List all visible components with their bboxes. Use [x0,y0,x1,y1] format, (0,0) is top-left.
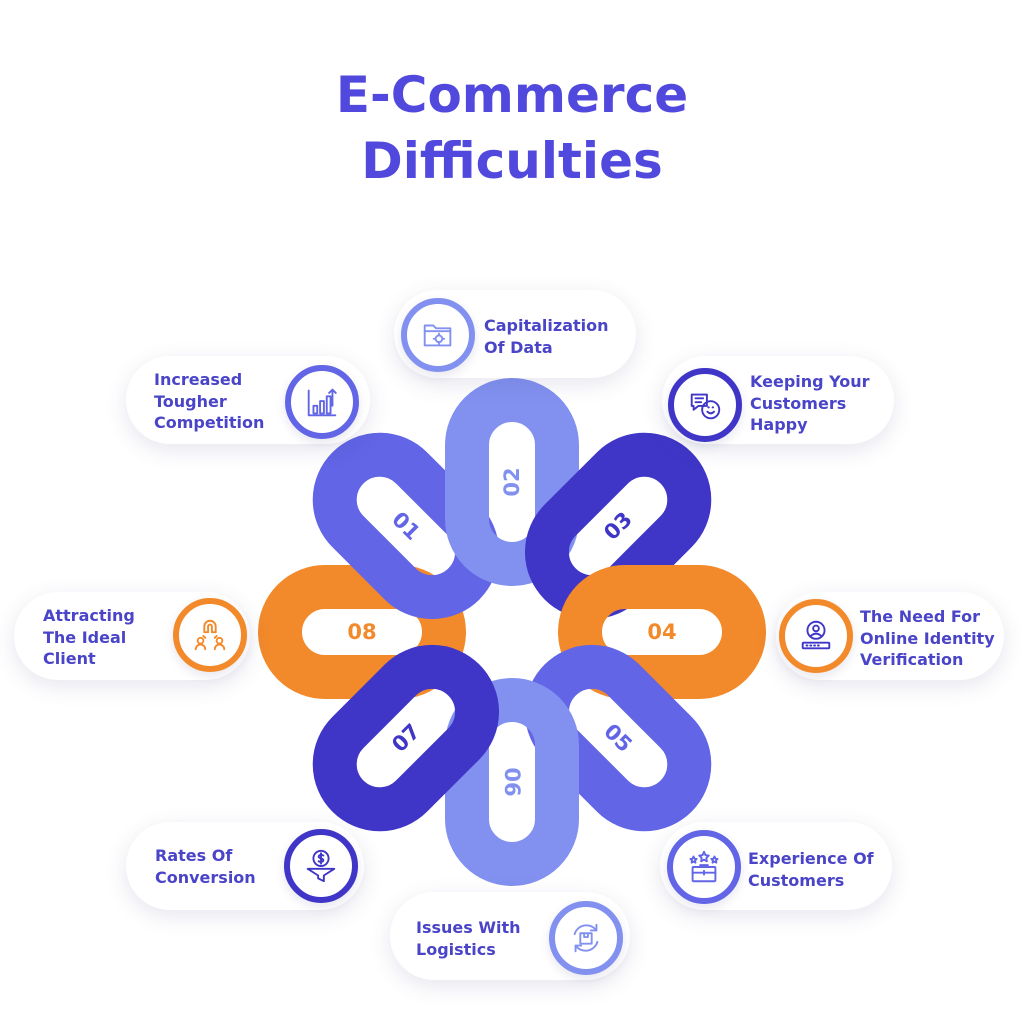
chain-link-04 [558,565,766,699]
card-08-line-1: Attracting [43,606,135,625]
card-01-line-2: Tougher [154,391,227,411]
card-08-icon-badge [173,598,247,672]
card-07-label: Rates Of Conversion [155,845,256,888]
magnet-people-icon [194,619,226,651]
chain-link-06 [445,678,579,886]
link-number-02: 02 [500,467,524,497]
chain-link-shape-06 [445,678,579,886]
card-04-line-2: Online Identity [860,628,995,648]
card-06-label: Issues With Logistics [416,917,521,960]
link-number-06: 06 [500,767,524,797]
card-02-line-2: Of Data [484,337,553,357]
data-folder-icon [423,324,452,347]
chain-link-shape-02 [445,378,579,586]
title-line-1: E-Commerce [335,66,689,124]
card-02-label: Capitalization Of Data [484,315,609,358]
card-01-line-1: Increased [154,370,243,389]
card-07-line-2: Conversion [155,867,256,887]
chain-link-shape-03 [524,432,712,620]
rating-stars-icon [689,850,719,883]
card-03-line-2: Customers [750,393,847,413]
page-title: E-Commerce Difficulties [0,62,1024,194]
chain-link-shape-01 [312,432,500,620]
card-07-icon-badge [284,829,358,903]
card-01-icon-badge [285,365,359,439]
card-05-icon-badge [667,830,741,904]
chat-smile-icon [690,393,721,420]
card-02-line-1: Capitalization [484,316,609,335]
card-08-line-2: The Ideal [43,627,127,647]
card-07-line-1: Rates Of [155,846,233,865]
card-06-line-2: Logistics [416,939,496,959]
card-04-label: The Need For Online Identity Verificatio… [860,606,995,671]
chain-link-08 [258,565,466,699]
chain-link-shape-07 [312,644,500,832]
card-01-label: Increased Tougher Competition [154,369,264,434]
card-03-icon-badge [668,368,742,442]
card-08-label: Attracting The Ideal Client [43,605,135,670]
card-05-line-2: Customers [748,870,845,890]
card-08-line-3: Client [43,649,96,668]
chain-link-03 [524,432,712,620]
title-line-2: Difficulties [361,132,663,190]
chain-link-01 [312,432,500,620]
card-02-icon-badge [401,298,475,372]
chain-link-07 [312,644,500,832]
card-06-icon-badge [549,901,623,975]
card-01-line-3: Competition [154,413,265,432]
chain-link-02 [445,378,579,586]
conversion-funnel-icon [306,849,336,883]
card-05-line-1: Experience Of [748,849,874,868]
card-04-icon-badge [779,599,853,673]
card-03-line-1: Keeping Your [750,372,870,391]
id-verification-icon [801,620,831,650]
card-04-line-3: Verification [860,650,964,669]
card-04-line-1: The Need For [860,607,981,626]
chain-link-shape-05 [524,644,712,832]
card-03-line-3: Happy [750,415,808,434]
bar-chart-icon [307,388,337,417]
logistics-box-icon [573,923,599,953]
chain-link-shape-08 [258,565,466,699]
chain-link-05 [524,644,712,832]
card-05-label: Experience Of Customers [748,848,874,891]
card-06-line-1: Issues With [416,918,521,937]
chain-link-shape-04 [558,565,766,699]
card-03-label: Keeping Your Customers Happy [750,371,870,436]
link-number-08: 08 [347,620,377,644]
link-number-04: 04 [647,620,677,644]
